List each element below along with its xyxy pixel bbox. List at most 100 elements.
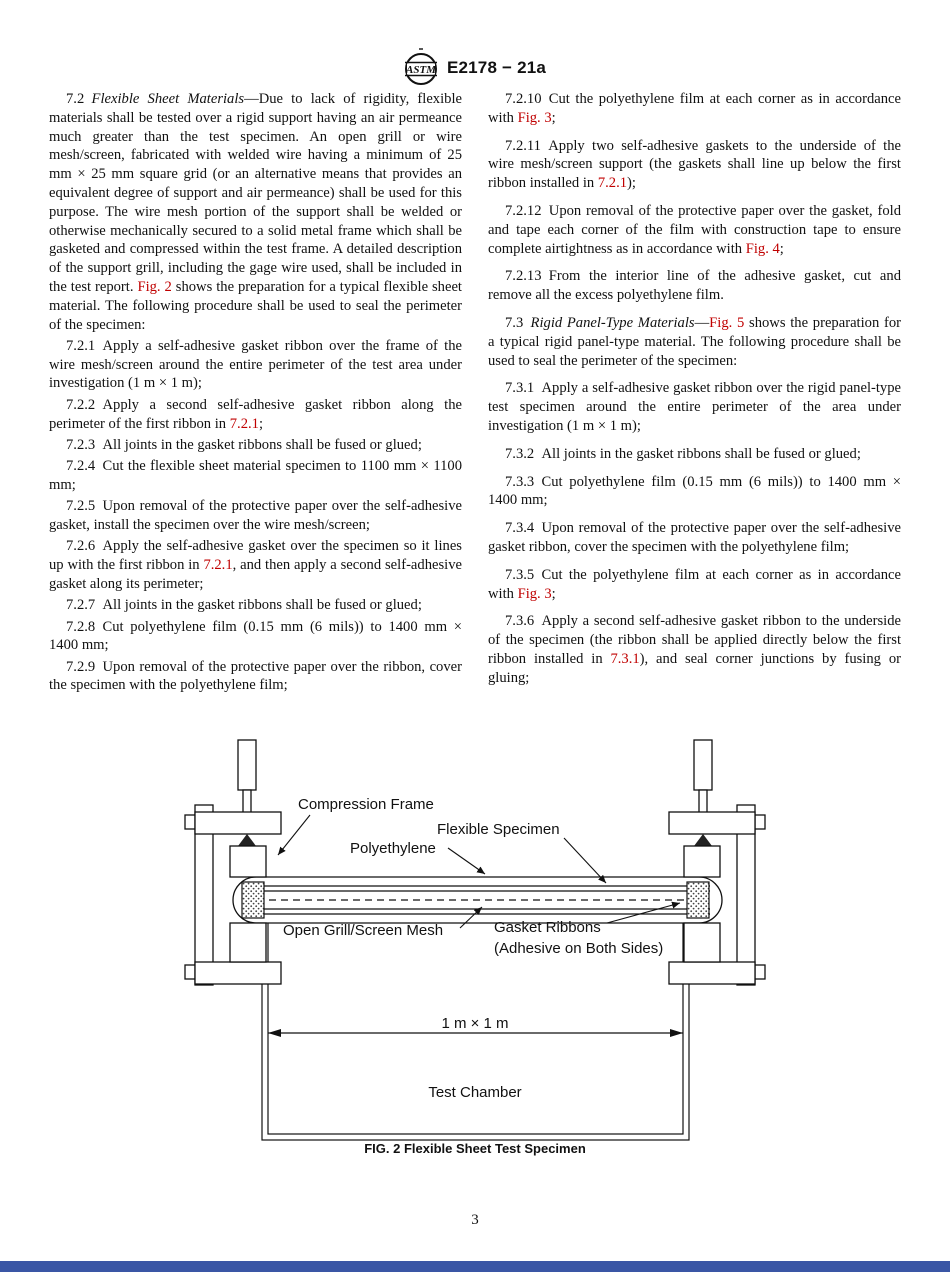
left-lower-jaw [229, 922, 267, 963]
text-run: ); [627, 175, 636, 192]
text-run: 7.2.2 Apply a second self-adhesive gaske… [49, 396, 462, 432]
left-clamp-screw [237, 739, 257, 791]
text-run: 7.3 [505, 314, 531, 331]
cross-reference-link[interactable]: Fig. 4 [745, 240, 780, 257]
text-run: shows the preparation for a typical flex… [49, 278, 462, 333]
text-run: 7.3.5 Cut the polyethylene film at each … [488, 566, 901, 602]
right-clamp [668, 739, 766, 986]
text-run: 7.3.1 Apply a self-adhesive gasket ribbo… [488, 380, 901, 434]
label-flexible-specimen: Flexible Specimen [437, 821, 560, 838]
figure-diagram: 1 m × 1 m [184, 739, 766, 1141]
text-run: 7.3.6 Apply a second self-adhesive gaske… [488, 613, 901, 667]
text-run: ), and seal corner junctions by fusing o… [488, 650, 901, 686]
left-clamp [184, 739, 282, 986]
section-title: Flexible Sheet Materials [91, 91, 245, 107]
text-run: — [694, 314, 710, 331]
figure-labels: Compression Frame Flexible Specimen Poly… [277, 796, 681, 1101]
dimension-line: 1 m × 1 m [268, 1015, 683, 1037]
para-7-3: 7.3 Rigid Panel-Type Materials—Fig. 5 sh… [488, 314, 901, 370]
text-run: 7.2.9 Upon removal of the protective pap… [49, 658, 462, 694]
cross-reference-link[interactable]: Fig. 3 [517, 585, 552, 602]
label-compression-frame: Compression Frame [298, 796, 434, 813]
text-run: ; [779, 240, 784, 257]
text-run: ; [551, 585, 556, 602]
dimension-label: 1 m × 1 m [441, 1015, 508, 1032]
left-column: 7.2 Flexible Sheet Materials—Due to lack… [49, 90, 462, 698]
text-run: 7.2.12 Upon removal of the protective pa… [488, 202, 901, 257]
page-header: ASTM E2178 − 21a [0, 48, 950, 88]
figure-2: 1 m × 1 m [170, 735, 780, 1147]
label-gasket-ribbons-2: (Adhesive on Both Sides) [494, 940, 663, 957]
text-run: 7.2 [66, 91, 92, 107]
text-run: 7.2.3 All joints in the gasket ribbons s… [66, 436, 422, 453]
text-run: 7.3.2 All joints in the gasket ribbons s… [505, 445, 861, 462]
right-screw-tip [694, 834, 712, 846]
para-7-2-3: 7.2.3 All joints in the gasket ribbons s… [49, 436, 462, 455]
cross-reference-link[interactable]: 7.2.1 [203, 557, 233, 574]
cross-reference-link[interactable]: 7.2.1 [229, 415, 259, 432]
right-lower-jaw [683, 922, 721, 963]
para-7-2-1: 7.2.1 Apply a self-adhesive gasket ribbo… [49, 337, 462, 393]
cross-reference-link[interactable]: Fig. 5 [709, 314, 745, 331]
text-run: 7.2.10 Cut the polyethylene film at each… [488, 91, 901, 126]
para-7-2-11: 7.2.11 Apply two self-adhesive gaskets t… [488, 137, 901, 193]
para-7-2-6: 7.2.6 Apply the self-adhesive gasket ove… [49, 537, 462, 593]
leader-polyethylene [447, 847, 486, 875]
text-run: 7.2.7 All joints in the gasket ribbons s… [66, 597, 422, 614]
para-7-2-4: 7.2.4 Cut the flexible sheet material sp… [49, 457, 462, 495]
para-7-3-5: 7.3.5 Cut the polyethylene film at each … [488, 566, 901, 604]
left-upper-jaw [229, 845, 267, 878]
para-7-2-8: 7.2.8 Cut polyethylene film (0.15 mm (6 … [49, 618, 462, 656]
label-test-chamber: Test Chamber [428, 1084, 521, 1101]
para-7-3-6: 7.3.6 Apply a second self-adhesive gaske… [488, 612, 901, 687]
para-7-3-3: 7.3.3 Cut polyethylene film (0.15 mm (6 … [488, 473, 901, 511]
astm-logo: ASTM [404, 48, 437, 85]
right-clamp-screw [693, 739, 713, 791]
text-run: ; [551, 109, 556, 126]
text-run: 7.2.8 Cut polyethylene film (0.15 mm (6 … [49, 618, 462, 654]
para-7-2-2: 7.2.2 Apply a second self-adhesive gaske… [49, 396, 462, 434]
bottom-bar [0, 1261, 950, 1272]
document-designation: E2178 − 21a [446, 58, 547, 77]
para-7-2-13: 7.2.13 From the interior line of the adh… [488, 267, 901, 305]
label-polyethylene: Polyethylene [350, 840, 436, 857]
cross-reference-link[interactable]: 7.2.1 [597, 175, 628, 192]
para-7-2: 7.2 Flexible Sheet Materials—Due to lack… [49, 90, 462, 334]
cross-reference-link[interactable]: Fig. 2 [137, 278, 172, 295]
specimen-assembly [232, 876, 723, 924]
text-run: shows the preparation for a typical rigi… [488, 314, 901, 369]
para-7-3-1: 7.3.1 Apply a self-adhesive gasket ribbo… [488, 379, 901, 435]
para-7-2-9: 7.2.9 Upon removal of the protective pap… [49, 658, 462, 696]
text-run: 7.2.1 Apply a self-adhesive gasket ribbo… [49, 337, 462, 392]
text-run: 7.3.3 Cut polyethylene film (0.15 mm (6 … [488, 473, 901, 509]
cross-reference-link[interactable]: Fig. 3 [517, 109, 552, 126]
gasket-ribbon-left [241, 881, 265, 919]
para-7-2-10: 7.2.10 Cut the polyethylene film at each… [488, 90, 901, 128]
para-7-3-2: 7.3.2 All joints in the gasket ribbons s… [488, 445, 901, 464]
para-7-2-12: 7.2.12 Upon removal of the protective pa… [488, 202, 901, 258]
left-screw-tip [238, 834, 256, 846]
right-upper-jaw [683, 845, 721, 878]
text-run: 7.3.4 Upon removal of the protective pap… [488, 520, 901, 555]
text-run: 7.2.4 Cut the flexible sheet material sp… [49, 458, 462, 493]
text-run: —Due to lack of rigidity, flexible mater… [49, 91, 462, 295]
label-open-grill: Open Grill/Screen Mesh [283, 922, 443, 939]
label-gasket-ribbons: Gasket Ribbons [494, 919, 601, 936]
gasket-ribbon-right [686, 881, 710, 919]
svg-text:ASTM: ASTM [405, 64, 437, 76]
text-run: 7.2.11 Apply two self-adhesive gaskets t… [488, 137, 901, 192]
section-title: Rigid Panel-Type Materials [530, 314, 695, 331]
text-run: ; [258, 415, 263, 432]
leader-gasket-ribbons [606, 901, 681, 924]
text-run: 7.2.13 From the interior line of the adh… [488, 268, 901, 304]
cross-reference-link[interactable]: 7.3.1 [610, 650, 640, 667]
leader-flexible-specimen [563, 837, 607, 884]
page-number: 3 [471, 1212, 479, 1228]
right-column: 7.2.10 Cut the polyethylene film at each… [488, 90, 901, 697]
leader-compression-frame [277, 814, 311, 856]
para-7-2-5: 7.2.5 Upon removal of the protective pap… [49, 497, 462, 535]
text-run: 7.2.5 Upon removal of the protective pap… [49, 498, 462, 534]
para-7-3-4: 7.3.4 Upon removal of the protective pap… [488, 519, 901, 557]
leader-open-grill [459, 906, 483, 929]
